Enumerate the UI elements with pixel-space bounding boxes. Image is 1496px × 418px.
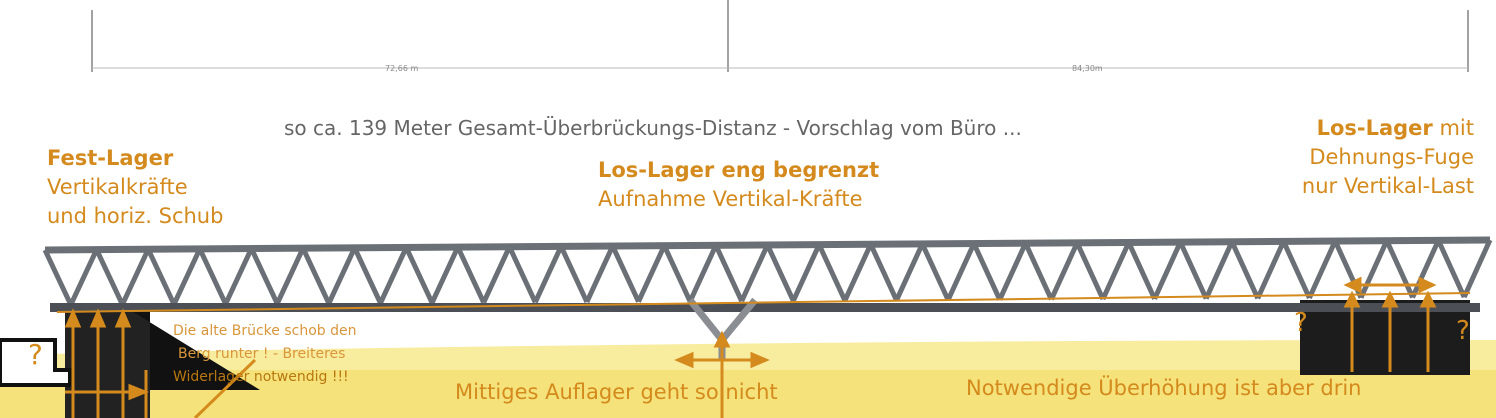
middle-bearing-line1: Aufnahme Vertikal-Kräfte [598, 187, 863, 211]
middle-bearing-label: Los-Lager eng begrenzt Aufnahme Vertikal… [598, 156, 879, 214]
truss-member [584, 245, 615, 304]
slope [0, 340, 1496, 370]
left-bearing-label: Fest-Lager Vertikalkräfte und horiz. Sch… [47, 144, 223, 231]
middle-note: Mittiges Auflager geht so nicht [455, 380, 778, 404]
right-bearing-line1: Dehnungs-Fuge [1309, 145, 1474, 169]
truss-member [894, 242, 925, 302]
truss-member [765, 243, 796, 302]
old-bridge-note: Die alte Brücke schob den Berg runter ! … [173, 320, 357, 389]
truss-member [971, 242, 1003, 301]
truss-member [1152, 241, 1183, 300]
truss-member [1126, 241, 1157, 300]
truss-member [739, 243, 770, 303]
truss-member [249, 247, 280, 305]
truss-member [197, 247, 228, 306]
truss-member [68, 248, 99, 306]
truss-member [1436, 239, 1467, 299]
right-bearing-title-suffix: mit [1432, 116, 1474, 140]
truss-member [842, 243, 873, 302]
truss-member [636, 244, 667, 303]
right-abutment [1300, 300, 1470, 375]
truss-member [713, 244, 744, 303]
question-mark-right-1: ? [1294, 308, 1308, 338]
truss-member [378, 246, 409, 305]
truss-member [1049, 241, 1080, 301]
old-bridge-note-line3: Widerlager notwendig !!! [173, 369, 349, 385]
truss-member [1358, 239, 1390, 299]
truss-member [94, 248, 125, 306]
truss-member [1023, 242, 1054, 301]
left-wedge [130, 310, 260, 390]
truss-member [120, 248, 151, 306]
truss-member [1229, 240, 1261, 300]
force-arrows [56, 276, 1471, 418]
question-mark-left: ? [28, 338, 43, 371]
truss-member [1100, 241, 1132, 301]
truss-member [455, 246, 486, 304]
truss-member [403, 246, 435, 304]
truss-member [1461, 238, 1493, 299]
left-bearing-line2: und horiz. Schub [47, 204, 224, 228]
truss-member [326, 246, 357, 305]
left-step [0, 338, 72, 387]
truss-member [662, 244, 693, 303]
truss-member [429, 246, 461, 304]
left-span-dimension: 72,66 m [385, 64, 419, 73]
middle-bearing-title: Los-Lager eng begrenzt [598, 158, 880, 182]
truss-member [1255, 240, 1286, 300]
right-note: Notwendige Überhöhung ist aber drin [966, 376, 1362, 400]
truss-member [610, 245, 641, 303]
headline: so ca. 139 Meter Gesamt-Überbrückungs-Di… [284, 116, 1022, 140]
truss-member [1307, 240, 1338, 300]
truss-member [1281, 240, 1312, 300]
truss [42, 236, 1493, 306]
truss-member [791, 243, 822, 302]
left-bearing-line1: Vertikalkräfte [47, 175, 188, 199]
truss-member [997, 242, 1028, 301]
question-mark-right-2: ? [1456, 316, 1470, 346]
right-bearing-label: Los-Lager mit Dehnungs-Fuge nur Vertikal… [1302, 114, 1474, 201]
truss-member [507, 245, 538, 304]
dimension-lines [91, 0, 1469, 72]
truss-member [532, 245, 564, 304]
left-abutment [65, 310, 150, 418]
right-span-dimension: 84,30m [1072, 64, 1103, 73]
truss-member [920, 242, 951, 302]
truss-member [687, 244, 719, 303]
truss-member [816, 243, 848, 302]
truss-member [945, 242, 977, 302]
deck [50, 303, 1480, 312]
truss-member [1410, 239, 1441, 299]
truss-member [1203, 240, 1235, 300]
truss-member [42, 248, 74, 306]
truss-member [1384, 239, 1415, 299]
truss-member [481, 245, 512, 304]
truss-member [171, 247, 203, 306]
truss-member [558, 245, 590, 304]
truss-member [300, 247, 332, 305]
truss-member [145, 248, 177, 306]
truss-member [274, 247, 306, 305]
truss-member [1074, 241, 1106, 301]
truss-member [1178, 241, 1209, 300]
old-bridge-note-line2: Berg runter ! - Breiteres [178, 346, 346, 362]
truss-member [223, 247, 254, 306]
left-bearing-title: Fest-Lager [47, 146, 174, 170]
truss-member [868, 243, 899, 302]
right-bearing-title: Los-Lager [1316, 116, 1433, 140]
truss-member [352, 246, 383, 305]
old-bridge-note-line1: Die alte Brücke schob den [173, 323, 357, 339]
right-bearing-line2: nur Vertikal-Last [1301, 174, 1474, 198]
